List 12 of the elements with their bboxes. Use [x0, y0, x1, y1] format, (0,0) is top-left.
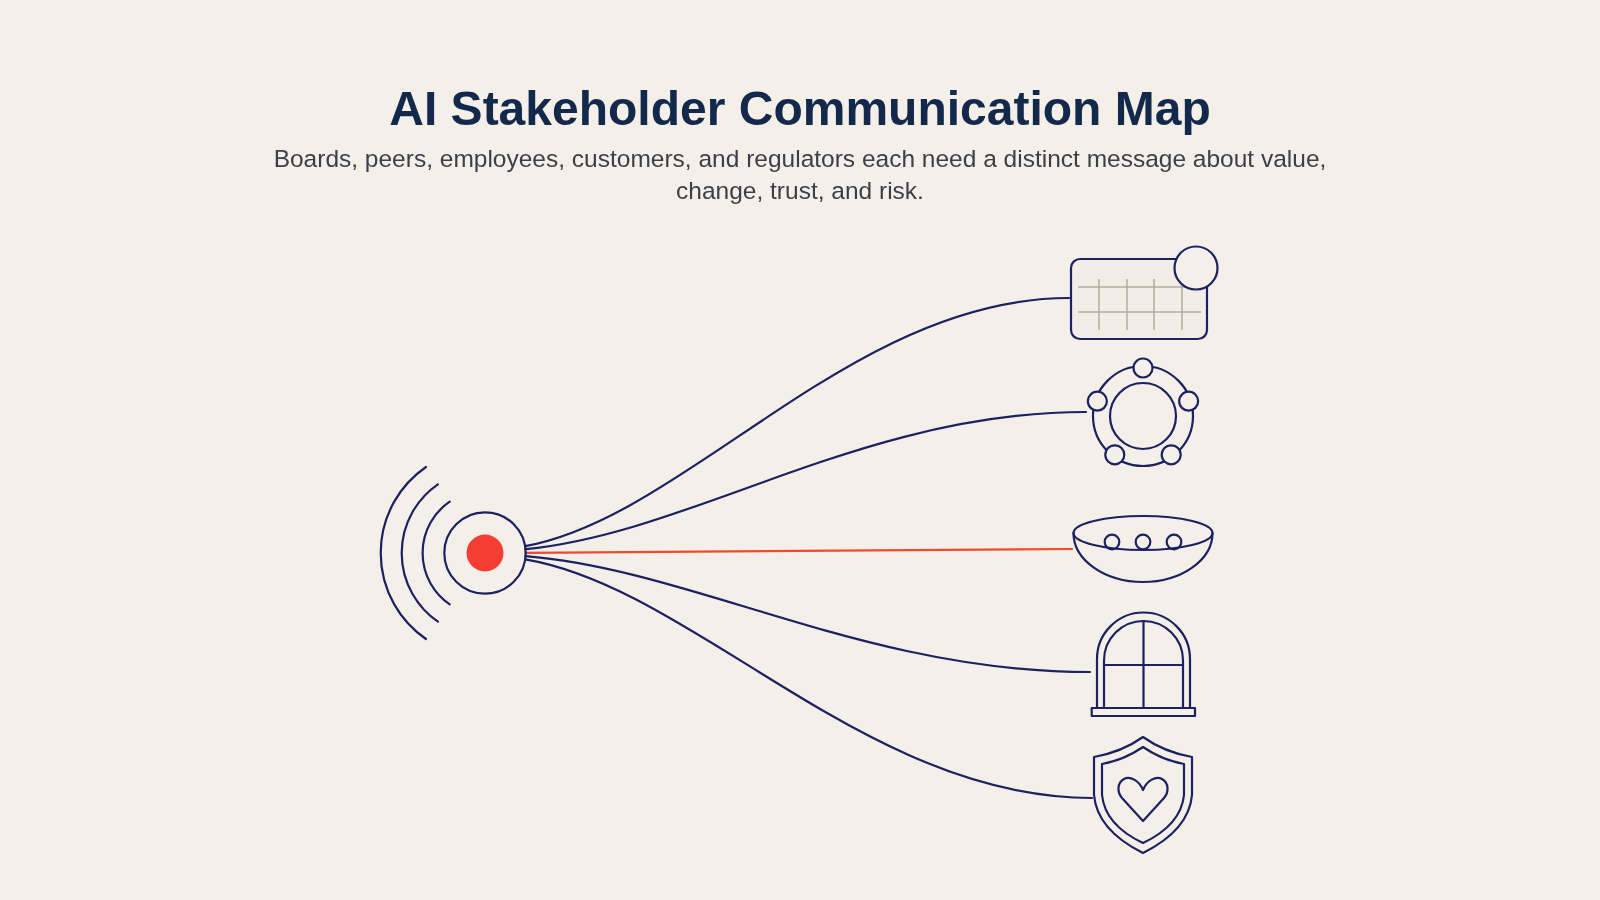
- bowl-icon: [1072, 515, 1214, 584]
- connector-line: [524, 547, 1074, 554]
- grid-card-icon: [1069, 245, 1219, 341]
- connector-line: [524, 558, 1094, 800]
- window-icon: [1090, 611, 1197, 717]
- circle-group-icon: [1086, 357, 1201, 468]
- connector-line: [524, 410, 1088, 551]
- connector-line: [524, 555, 1092, 674]
- shield-heart-icon: [1092, 735, 1195, 855]
- title: AI Stakeholder Communication Map: [389, 81, 1211, 137]
- connector-line: [524, 296, 1071, 548]
- subtitle: Boards, peers, employees, customers, and regulators each need a distinct message about value, change, trust, and risk.: [272, 144, 1328, 206]
